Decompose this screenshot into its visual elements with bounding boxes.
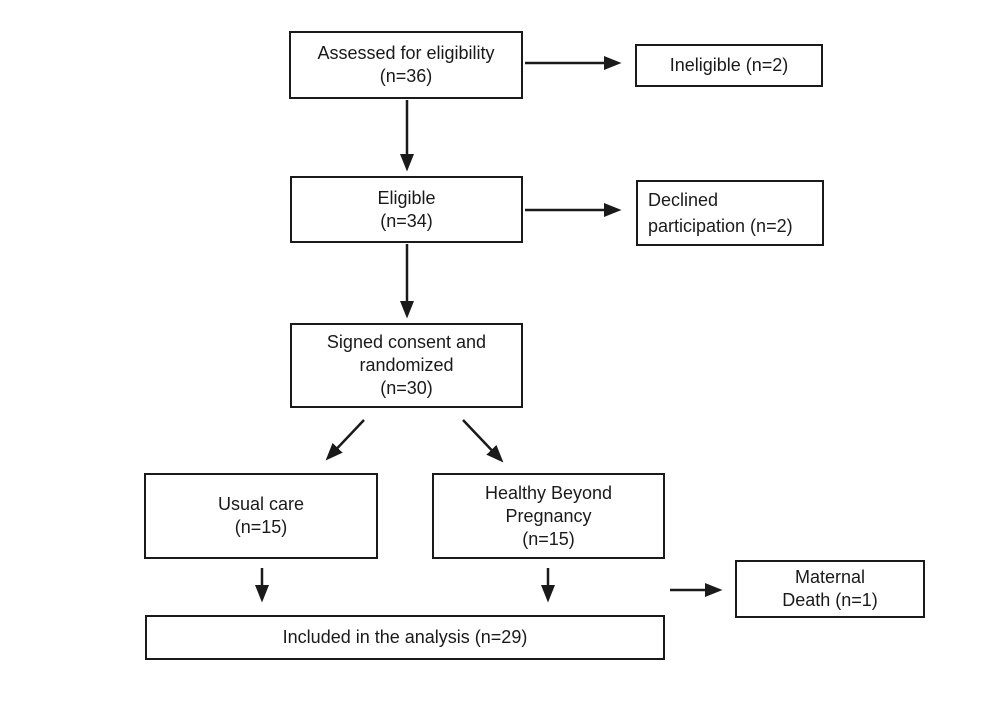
node-randomized-label: Signed consent and randomized (n=30) xyxy=(326,332,487,398)
node-usual-care: Usual care (n=15) xyxy=(144,473,378,559)
node-declined: Declined participation (n=2) xyxy=(636,180,824,246)
node-hbp: Healthy Beyond Pregnancy (n=15) xyxy=(432,473,665,559)
node-usual-care-label: Usual care (n=15) xyxy=(217,494,305,537)
arrow-randomized-to-hbp xyxy=(462,419,504,463)
node-randomized: Signed consent and randomized (n=30) xyxy=(290,323,523,408)
node-eligible-label: Eligible (n=34) xyxy=(377,187,436,231)
node-assessed: Assessed for eligibility (n=36) xyxy=(289,31,523,99)
node-eligible: Eligible (n=34) xyxy=(290,176,523,243)
node-hbp-label: Healthy Beyond Pregnancy (n=15) xyxy=(484,482,613,549)
node-included: Included in the analysis (n=29) xyxy=(145,615,665,660)
node-maternal-death-label: Maternal Death (n=1) xyxy=(782,567,878,610)
arrow-randomized-to-usual-care xyxy=(325,419,365,461)
node-ineligible-label: Ineligible (n=2) xyxy=(669,55,789,75)
node-assessed-label: Assessed for eligibility (n=36) xyxy=(317,43,495,86)
node-included-label: Included in the analysis (n=29) xyxy=(282,627,528,647)
node-ineligible: Ineligible (n=2) xyxy=(635,44,823,87)
node-declined-label: Declined participation (n=2) xyxy=(648,190,793,236)
node-maternal-death: Maternal Death (n=1) xyxy=(735,560,925,618)
